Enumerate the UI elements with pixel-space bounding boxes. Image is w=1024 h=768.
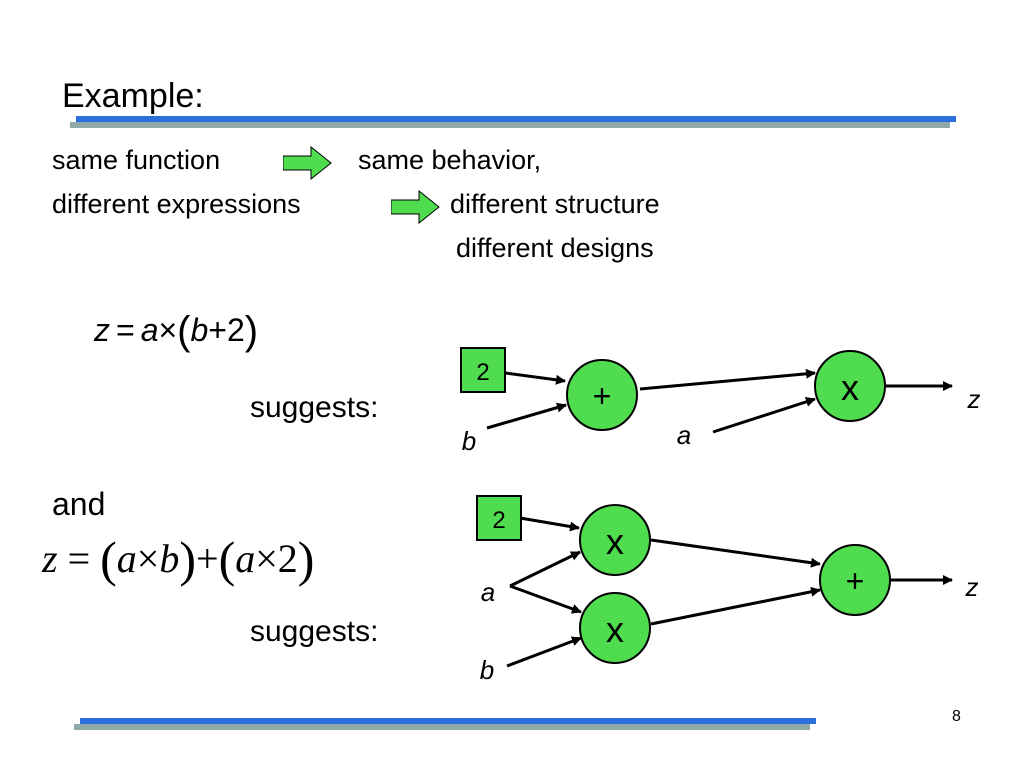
- d2-edge-b-to-times-bottom: [506, 636, 582, 668]
- eq1-b: b: [190, 312, 209, 348]
- d1-times-label: x: [841, 367, 859, 408]
- d2-edge-a-to-times-top: [509, 550, 581, 588]
- d2-const-label: 2: [492, 507, 505, 534]
- page-number: 8: [952, 708, 961, 725]
- equation-2: z=(a×b)+(a×2): [42, 534, 314, 584]
- d2-times-node-top: [579, 504, 651, 576]
- d2-edge-const-to-times-top: [519, 516, 580, 532]
- footer-rule-blue: [80, 718, 816, 724]
- d2-const-box: [476, 495, 522, 541]
- eq2-a1: a: [116, 536, 137, 581]
- eq1-a: a: [140, 312, 159, 348]
- eq1-lpar: (: [177, 309, 191, 353]
- d1-edge-const-to-plus: [504, 371, 566, 385]
- d1-output-z: z: [967, 384, 981, 414]
- eq2-plus: +: [196, 536, 219, 581]
- d1-plus-node: [566, 359, 638, 431]
- eq2-rpar1: ): [179, 531, 197, 587]
- eq2-b: b: [159, 536, 180, 581]
- d2-times-bottom-label: x: [606, 609, 624, 650]
- eq1-z: z: [94, 312, 110, 348]
- slide-title: Example:: [62, 77, 204, 115]
- eq1-two: 2: [226, 312, 245, 348]
- eq2-two: 2: [277, 536, 298, 581]
- d2-plus-node: [819, 544, 891, 616]
- eq1-plus: +: [208, 312, 227, 348]
- d1-times-node: [814, 350, 886, 422]
- d2-edge-times-bottom-to-plus: [650, 586, 821, 626]
- d2-plus-label: +: [846, 563, 865, 599]
- suggests-label-2: suggests:: [250, 615, 379, 648]
- title-rule-blue: [76, 116, 956, 122]
- eq1-times: ×: [158, 312, 178, 348]
- title-rule-gray: [70, 122, 950, 128]
- d2-times-top-label: x: [606, 521, 624, 562]
- intro-same-function: same function: [52, 145, 221, 175]
- d1-const-label: 2: [476, 359, 489, 386]
- green-arrow-icon: [391, 190, 440, 224]
- intro-different-structure: different structure: [450, 189, 660, 219]
- eq2-a2: a: [235, 536, 256, 581]
- d1-edge-b-to-plus: [486, 402, 567, 430]
- and-label: and: [52, 486, 106, 522]
- equation-1: z=a×(b+2): [94, 310, 258, 351]
- d1-const-box: [460, 347, 506, 393]
- d2-edge-a-to-times-bottom: [509, 584, 582, 614]
- eq2-rpar2: ): [297, 531, 315, 587]
- green-arrow-icon: [283, 146, 332, 180]
- eq1-equals: =: [116, 312, 135, 348]
- eq2-lpar1: (: [100, 531, 117, 587]
- intro-different-expressions: different expressions: [52, 189, 301, 219]
- d1-edge-plus-to-times: [639, 368, 816, 391]
- eq2-lpar2: (: [218, 531, 236, 587]
- eq2-times2: ×: [255, 536, 278, 581]
- d1-plus-label: +: [593, 378, 612, 414]
- eq2-times1: ×: [136, 536, 160, 581]
- d2-times-node-bottom: [579, 592, 651, 664]
- d2-input-b: b: [480, 655, 494, 685]
- suggests-label-1: suggests:: [250, 391, 379, 424]
- eq2-equals: =: [67, 536, 91, 581]
- d2-input-a: a: [481, 577, 495, 607]
- d2-edge-times-top-to-plus: [650, 538, 821, 568]
- d1-input-a: a: [677, 420, 691, 450]
- intro-same-behavior: same behavior,: [358, 145, 542, 175]
- d2-output-z: z: [965, 572, 979, 602]
- d1-input-b: b: [462, 426, 476, 456]
- eq1-rpar: ): [244, 309, 259, 353]
- intro-different-designs: different designs: [456, 233, 654, 263]
- footer-rule-gray: [74, 724, 810, 730]
- d1-edge-a-to-times: [712, 397, 816, 434]
- eq2-z: z: [42, 536, 58, 581]
